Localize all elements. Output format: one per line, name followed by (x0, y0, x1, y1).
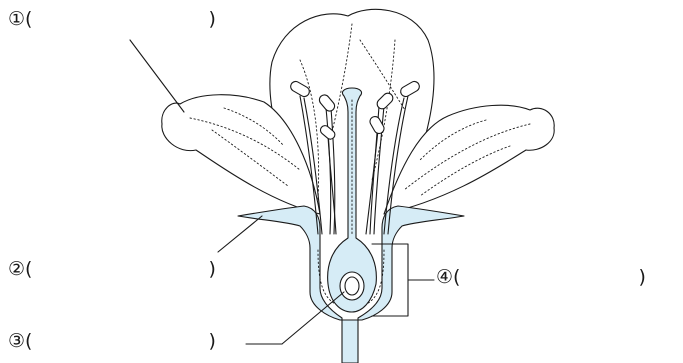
label-petal: ①() (8, 8, 216, 30)
label-sepal: ②() (8, 258, 216, 280)
label-ovary: ④() (436, 266, 646, 288)
label-1-number: ① (8, 8, 25, 30)
label-3-open-paren: ( (25, 330, 32, 352)
label-ovule: ③() (8, 330, 216, 352)
label-2-open-paren: ( (25, 258, 32, 280)
label-2-close-paren: ) (208, 258, 215, 280)
label-4-open-paren: ( (453, 266, 460, 288)
label-1-open-paren: ( (25, 8, 32, 30)
label-1-close-paren: ) (208, 8, 215, 30)
label-4-number: ④ (436, 266, 453, 288)
ovule (340, 272, 364, 300)
label-3-number: ③ (8, 330, 25, 352)
leader-line-2 (218, 216, 262, 252)
leader-line-1 (130, 40, 184, 112)
label-2-number: ② (8, 258, 25, 280)
label-3-close-paren: ) (208, 330, 215, 352)
label-4-close-paren: ) (638, 266, 645, 288)
